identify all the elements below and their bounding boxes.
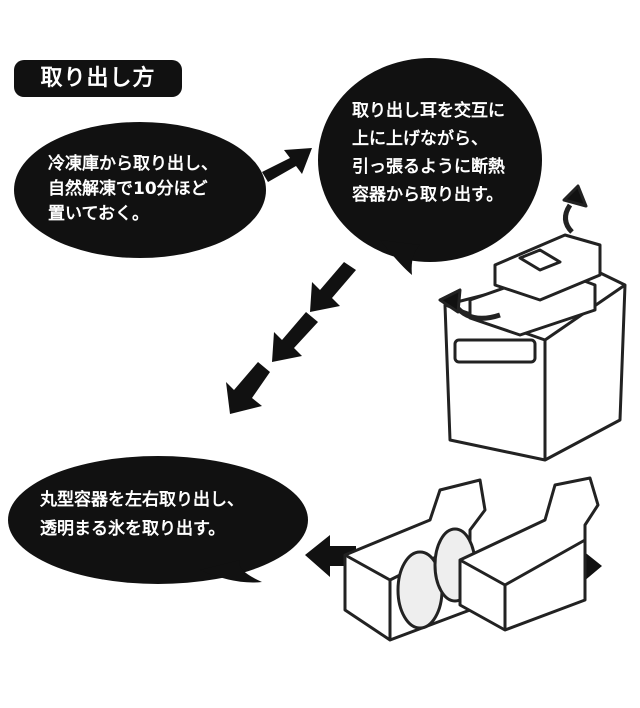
arrow-right-icon — [262, 148, 312, 182]
step-3-line: 丸型容器を左右取り出し、 — [40, 490, 244, 510]
step-1-line: 置いておく。 — [48, 204, 149, 224]
insulated-container-illustration — [438, 184, 627, 462]
speech-bubble-step-3 — [8, 456, 308, 584]
step-2-text: 取り出し耳を交互に 上に上げながら、 引っ張るように断熱 容器から取り出す。 — [352, 97, 505, 209]
step-1-line: 自然解凍で10分ほど — [48, 179, 208, 199]
step-2-line: 上に上げながら、 — [352, 129, 488, 149]
round-ice-mold-illustration — [343, 476, 600, 642]
step-1-text: 冷凍庫から取り出し、 自然解凍で10分ほど 置いておく。 — [48, 152, 218, 227]
step-3-text: 丸型容器を左右取り出し、 透明まる氷を取り出す。 — [40, 486, 244, 544]
step-1-line: 冷凍庫から取り出し、 — [48, 154, 218, 174]
step-2-line: 容器から取り出す。 — [352, 185, 504, 205]
page-title: 取り出し方 — [14, 60, 182, 97]
arrow-down-left-icon — [226, 262, 356, 414]
speech-bubble-step-2 — [318, 58, 542, 275]
step-2-line: 取り出し耳を交互に — [352, 101, 505, 121]
step-3-line: 透明まる氷を取り出す。 — [40, 519, 226, 539]
arrow-left-icon — [305, 535, 356, 577]
speech-bubble-step-1 — [14, 122, 266, 258]
step-2-line: 引っ張るように断熱 — [352, 157, 505, 177]
